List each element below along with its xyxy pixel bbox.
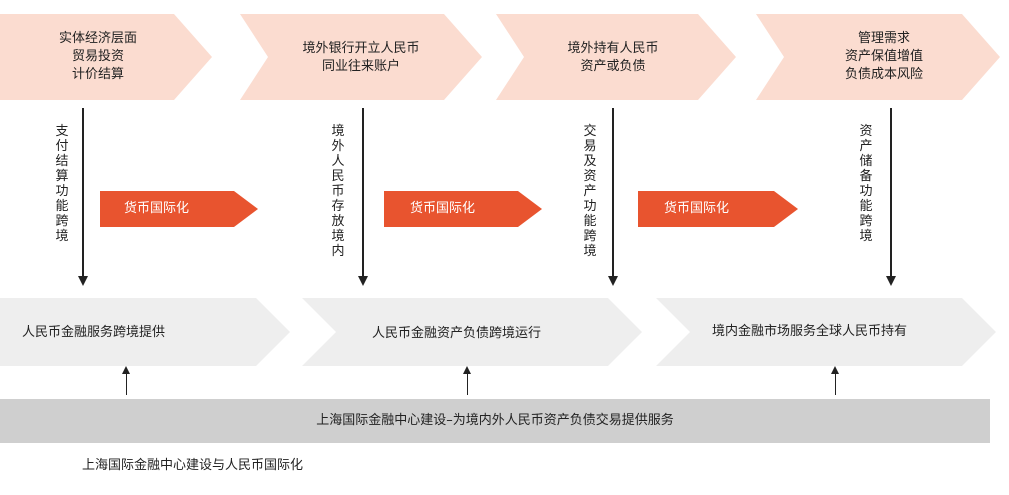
up-arrow-3-head: [831, 366, 839, 374]
orange-arrow-3-label: 货币国际化: [664, 201, 730, 216]
middle-step-1-text: 人民币金融服务跨境提供: [22, 325, 166, 340]
top-step-3-text: 境外持有人民币 资产或负债: [538, 40, 688, 76]
top-step-4-chevron: [756, 14, 1000, 100]
bottom-bar: [0, 399, 990, 443]
top-step-4-line-1: 管理需求: [857, 31, 910, 46]
vertical-label-2: 境外人民币存放境内: [331, 124, 345, 259]
down-arrow-3-line: [612, 108, 614, 278]
down-arrow-4-head: [886, 276, 896, 286]
top-step-3-line-1: 境外持有人民币: [567, 41, 659, 56]
top-step-3-line-2: 资产或负债: [580, 59, 646, 74]
top-step-4-text: 管理需求 资产保值增值 负债成本风险: [804, 30, 964, 84]
top-step-4-line-3: 负债成本风险: [844, 67, 923, 82]
up-arrow-2-line: [467, 371, 468, 395]
orange-arrow-2-label: 货币国际化: [410, 201, 476, 216]
figure-caption: 上海国际金融中心建设与人民币国际化: [82, 458, 304, 473]
middle-step-2-text: 人民币金融资产负债跨境运行: [372, 326, 542, 341]
down-arrow-2-head: [358, 276, 368, 286]
top-step-1-line-1: 实体经济层面: [58, 31, 137, 46]
orange-arrow-1: [100, 191, 258, 227]
middle-step-3-text: 境内金融市场服务全球人民币持有: [712, 324, 908, 339]
top-step-2-text: 境外银行开立人民币 同业往来账户: [276, 40, 446, 76]
vertical-label-3: 交易及资产功能跨境: [583, 124, 597, 259]
vertical-label-4: 资产储备功能跨境: [859, 124, 873, 244]
orange-arrow-3: [638, 191, 798, 227]
top-step-1-text: 实体经济层面 贸易投资 计价结算: [18, 30, 178, 84]
top-step-1-line-3: 计价结算: [71, 67, 124, 82]
middle-step-2-chevron: [302, 298, 642, 366]
down-arrow-2-line: [362, 108, 364, 278]
top-step-1-line-2: 贸易投资: [71, 49, 124, 64]
down-arrow-1-head: [78, 276, 88, 286]
top-step-1-chevron: [0, 14, 212, 100]
orange-arrow-1-label: 货币国际化: [124, 201, 190, 216]
up-arrow-3-line: [835, 371, 836, 395]
up-arrow-1-head: [122, 366, 130, 374]
orange-arrow-2: [384, 191, 542, 227]
top-step-2-line-1: 境外银行开立人民币: [302, 41, 420, 56]
top-step-4-line-2: 资产保值增值: [844, 49, 923, 64]
up-arrow-2-head: [463, 366, 471, 374]
down-arrow-1-line: [82, 108, 84, 278]
middle-step-3-chevron: [656, 298, 996, 366]
vertical-label-1: 支付结算功能跨境: [55, 124, 69, 244]
bottom-bar-text: 上海国际金融中心建设–为境内外人民币资产负债交易提供服务: [316, 413, 674, 428]
down-arrow-4-line: [890, 108, 892, 278]
top-step-2-line-2: 同业往来账户: [321, 59, 400, 74]
top-step-2-chevron: [240, 14, 482, 100]
middle-step-1-chevron: [0, 298, 290, 366]
top-step-3-chevron: [496, 14, 736, 100]
up-arrow-1-line: [126, 371, 127, 395]
down-arrow-3-head: [608, 276, 618, 286]
